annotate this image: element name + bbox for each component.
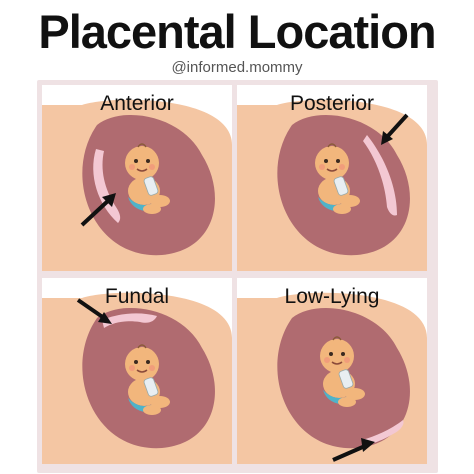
author-handle: @informed.mommy: [171, 59, 303, 76]
panel-label-posterior: Posterior: [289, 92, 375, 115]
illustration-grid: Anterior Posterior Fundal: [37, 80, 438, 473]
low-lying-illustration: [237, 292, 427, 464]
panel-low-lying: Low-Lying: [237, 278, 427, 464]
panel-label-anterior: Anterior: [100, 92, 174, 115]
anterior-illustration: [42, 99, 232, 271]
panel-fundal: Fundal: [42, 278, 232, 464]
panel-posterior: Posterior: [237, 85, 427, 271]
posterior-illustration: [237, 99, 427, 271]
panel-label-low-lying: Low-Lying: [284, 285, 380, 308]
panel-label-fundal: Fundal: [104, 285, 170, 308]
panel-anterior: Anterior: [42, 85, 232, 271]
fundal-illustration: [42, 292, 232, 464]
page-title: Placental Location: [38, 5, 436, 58]
